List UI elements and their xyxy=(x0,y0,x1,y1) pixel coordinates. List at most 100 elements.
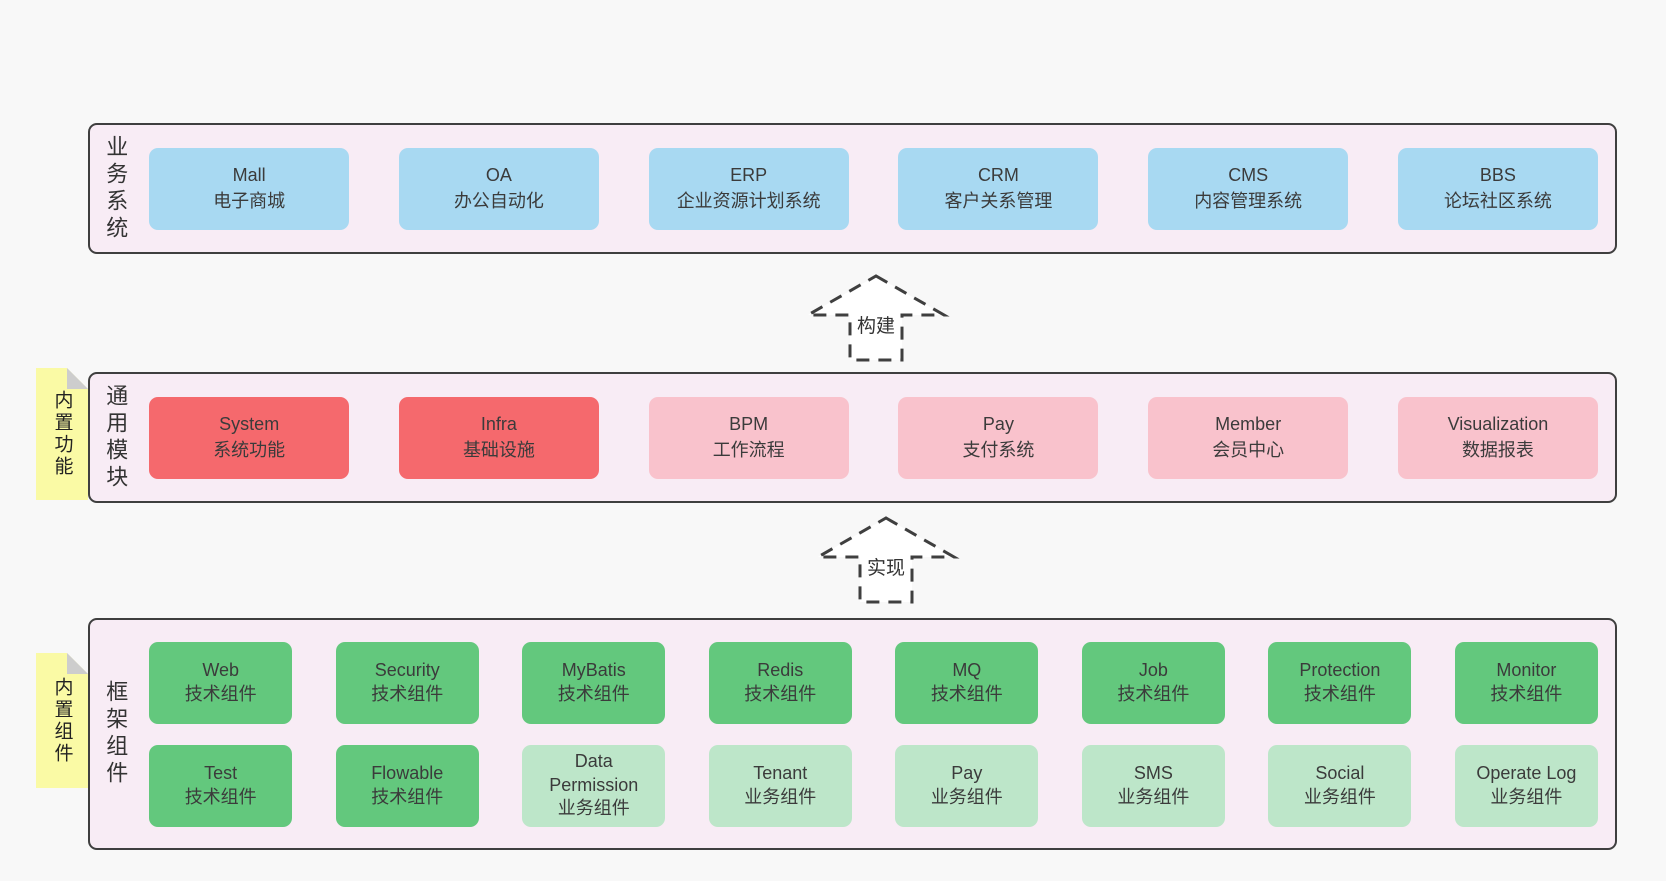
box-desc: 工作流程 xyxy=(712,439,785,460)
box-name: Operate Log xyxy=(1476,762,1577,783)
box-desc: 技术组件 xyxy=(184,786,257,807)
box-job: Job 技术组件 xyxy=(1081,641,1225,724)
box-desc: 技术组件 xyxy=(1490,683,1563,704)
box-monitor: Monitor 技术组件 xyxy=(1454,641,1598,724)
box-pay-component: Pay 业务组件 xyxy=(895,744,1039,827)
box-name: System xyxy=(219,414,280,435)
business-box-row: Mall 电子商城 OA 办公自动化 ERP 企业资源计划系统 CRM 客户关系… xyxy=(127,147,1615,230)
box-name: SMS xyxy=(1133,762,1173,783)
box-desc: 支付系统 xyxy=(962,439,1035,460)
box-name: Data Permission xyxy=(549,750,639,795)
box-redis: Redis 技术组件 xyxy=(708,641,852,724)
box-name: Redis xyxy=(757,659,804,680)
implement-arrow: 实现 xyxy=(811,515,961,605)
panel-framework-components: 框架组件 Web 技术组件 Security 技术组件 MyBatis 技术组件… xyxy=(88,618,1617,850)
box-name: Social xyxy=(1315,762,1365,783)
framework-row-2: Test 技术组件 Flowable 技术组件 Data Permission … xyxy=(149,744,1598,827)
box-name: Pay xyxy=(982,414,1014,435)
box-desc: 业务组件 xyxy=(1303,786,1376,807)
sticky-note-builtin-components: 内置组件 xyxy=(36,653,88,788)
panel-label-business-systems: 业务系统 xyxy=(103,134,129,243)
box-infra: Infra 基础设施 xyxy=(398,396,599,479)
sticky-note-builtin-features: 内置功能 xyxy=(36,368,88,500)
box-desc: 内容管理系统 xyxy=(1194,190,1303,211)
box-desc: 技术组件 xyxy=(184,683,257,704)
panel-common-modules: 通用模块 System 系统功能 Infra 基础设施 BPM 工作流程 Pay… xyxy=(88,372,1617,503)
box-data-permission: Data Permission 业务组件 xyxy=(522,744,666,827)
box-name: Protection xyxy=(1299,659,1381,680)
box-desc: 客户关系管理 xyxy=(944,190,1053,211)
box-desc: 会员中心 xyxy=(1212,439,1285,460)
box-flowable: Flowable 技术组件 xyxy=(335,744,479,827)
box-desc: 基础设施 xyxy=(462,439,535,460)
box-bbs: BBS 论坛社区系统 xyxy=(1397,147,1598,230)
box-cms: CMS 内容管理系统 xyxy=(1148,147,1349,230)
box-desc: 技术组件 xyxy=(930,683,1003,704)
box-system: System 系统功能 xyxy=(149,396,350,479)
box-name: BBS xyxy=(1479,165,1516,186)
box-security: Security 技术组件 xyxy=(335,641,479,724)
modules-box-row: System 系统功能 Infra 基础设施 BPM 工作流程 Pay 支付系统… xyxy=(127,396,1615,479)
box-erp: ERP 企业资源计划系统 xyxy=(648,147,849,230)
box-desc: 技术组件 xyxy=(371,786,444,807)
box-name: BPM xyxy=(729,414,769,435)
box-name: OA xyxy=(485,165,512,186)
box-operate-log: Operate Log 业务组件 xyxy=(1454,744,1598,827)
box-desc: 企业资源计划系统 xyxy=(676,190,821,211)
box-desc: 技术组件 xyxy=(371,683,444,704)
box-visualization: Visualization 数据报表 xyxy=(1397,396,1598,479)
box-sms: SMS 业务组件 xyxy=(1081,744,1225,827)
box-name: Member xyxy=(1215,414,1282,435)
box-member: Member 会员中心 xyxy=(1148,396,1349,479)
box-social: Social 业务组件 xyxy=(1268,744,1412,827)
box-name: Infra xyxy=(480,414,517,435)
box-mall: Mall 电子商城 xyxy=(149,147,350,230)
box-pay-system: Pay 支付系统 xyxy=(898,396,1099,479)
box-name: Flowable xyxy=(371,762,444,783)
panel-business-systems: 业务系统 Mall 电子商城 OA 办公自动化 ERP 企业资源计划系统 CRM… xyxy=(88,123,1617,254)
box-desc: 数据报表 xyxy=(1461,439,1534,460)
box-name: Test xyxy=(204,762,238,783)
box-desc: 技术组件 xyxy=(557,683,630,704)
box-test: Test 技术组件 xyxy=(149,744,293,827)
box-name: Web xyxy=(202,659,240,680)
box-mybatis: MyBatis 技术组件 xyxy=(522,641,666,724)
folded-corner-icon xyxy=(67,653,88,674)
box-tenant: Tenant 业务组件 xyxy=(708,744,852,827)
box-web: Web 技术组件 xyxy=(149,641,293,724)
box-desc: 业务组件 xyxy=(1490,786,1563,807)
box-name: Mall xyxy=(232,165,266,186)
box-desc: 电子商城 xyxy=(213,190,286,211)
box-desc: 业务组件 xyxy=(1117,786,1190,807)
box-desc: 办公自动化 xyxy=(453,190,544,211)
folded-corner-icon xyxy=(67,368,88,389)
box-name: Security xyxy=(374,659,440,680)
sticky-note-text: 内置功能 xyxy=(51,390,73,478)
box-desc: 系统功能 xyxy=(213,439,286,460)
box-desc: 论坛社区系统 xyxy=(1443,190,1552,211)
box-desc: 业务组件 xyxy=(930,786,1003,807)
sticky-note-text: 内置组件 xyxy=(51,676,73,765)
box-desc: 技术组件 xyxy=(1303,683,1376,704)
box-name: MQ xyxy=(952,659,982,680)
implement-arrow-label: 实现 xyxy=(861,553,911,580)
box-name: Job xyxy=(1138,659,1168,680)
box-name: Pay xyxy=(951,762,983,783)
box-name: Tenant xyxy=(753,762,808,783)
box-name: MyBatis xyxy=(561,659,626,680)
box-bpm: BPM 工作流程 xyxy=(648,396,849,479)
panel-label-common-modules: 通用模块 xyxy=(103,383,129,492)
box-desc: 业务组件 xyxy=(744,786,817,807)
box-desc: 技术组件 xyxy=(744,683,817,704)
build-arrow-label: 构建 xyxy=(851,311,901,338)
framework-row-1: Web 技术组件 Security 技术组件 MyBatis 技术组件 Redi… xyxy=(149,641,1598,724)
box-desc: 技术组件 xyxy=(1117,683,1190,704)
box-oa: OA 办公自动化 xyxy=(398,147,599,230)
build-arrow: 构建 xyxy=(801,273,951,363)
box-name: ERP xyxy=(730,165,768,186)
box-name: CRM xyxy=(977,165,1019,186)
box-name: CMS xyxy=(1228,165,1269,186)
box-name: Monitor xyxy=(1496,659,1557,680)
box-desc: 业务组件 xyxy=(557,798,630,819)
